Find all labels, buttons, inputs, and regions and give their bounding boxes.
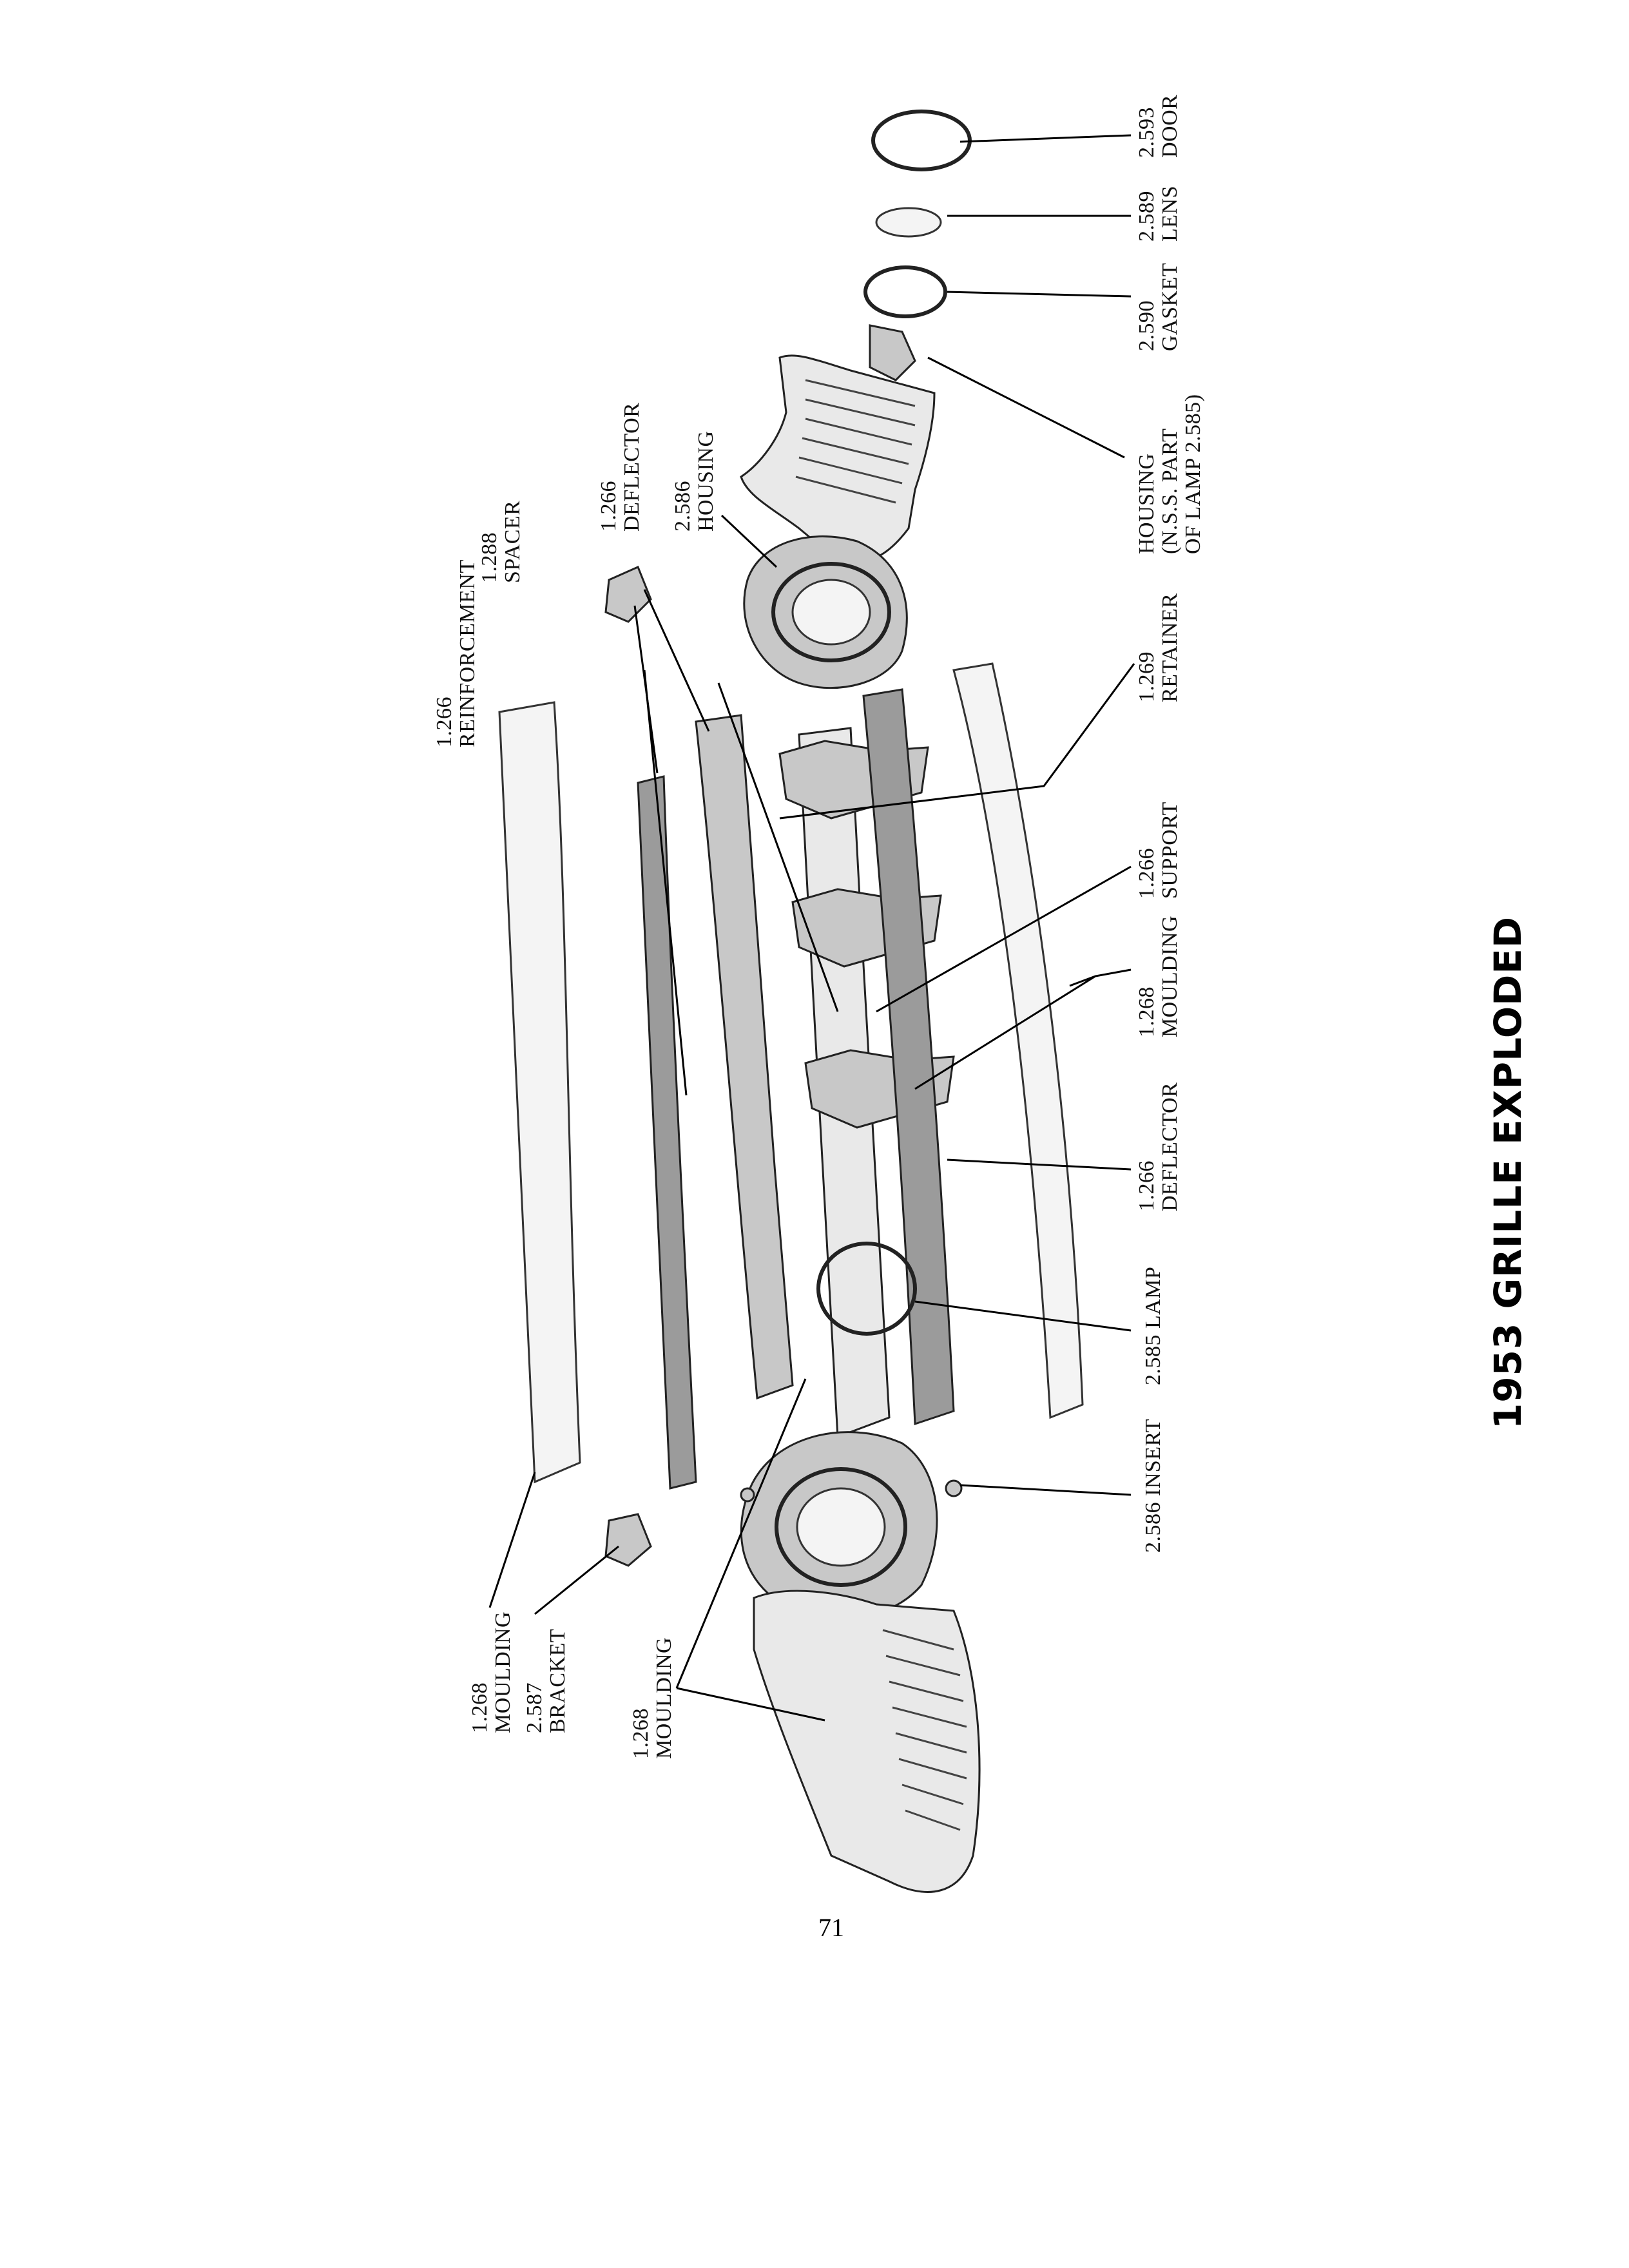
lens-disc — [875, 207, 942, 238]
label-support-line1: 1.266 — [1135, 848, 1159, 899]
label-retainer-line2: RETAINER — [1158, 593, 1182, 702]
label-moulding-left-line1: 1.268 — [468, 1682, 492, 1733]
small-housing — [869, 324, 916, 381]
label-moulding-left-line2: MOULDING — [491, 1611, 515, 1733]
label-reinforcement-line2: REINFORCEMENT — [456, 559, 479, 747]
reinforcement-strip — [637, 775, 697, 1490]
page-number: 71 — [818, 1913, 844, 1942]
gasket-ring — [863, 265, 947, 318]
label-bracket-line1: 2.587 — [523, 1682, 546, 1733]
label-gasket-line1: 2.590 — [1135, 300, 1159, 351]
door-ring — [871, 110, 972, 171]
right-moulding-strip — [952, 662, 1084, 1419]
part-labels: 2.593 DOOR 2.589 LENS 2.590 GASKET HOUSI… — [432, 95, 1205, 1759]
label-housing-nss-line1: HOUSING — [1135, 454, 1159, 555]
label-lens-line2: LENS — [1158, 186, 1182, 242]
label-deflector-top-line2: DEFLECTOR — [620, 403, 644, 532]
label-deflector-right-line2: DEFLECTOR — [1158, 1082, 1182, 1211]
label-housing-top-line1: 2.586 — [671, 481, 695, 532]
label-door-line1: 2.593 — [1135, 107, 1159, 158]
parts-illustration — [498, 110, 1084, 1893]
page-title: 1953 GRILLE EXPLODED — [1486, 916, 1530, 1429]
label-door-line2: DOOR — [1158, 95, 1182, 158]
insert-right — [945, 1479, 963, 1497]
label-bracket-line2: BRACKET — [546, 1629, 570, 1733]
label-spacer-line2: SPACER — [501, 501, 525, 583]
label-deflector-top-line1: 1.266 — [597, 481, 621, 532]
lower-bracket — [604, 1513, 652, 1567]
label-deflector-right-line1: 1.266 — [1135, 1160, 1159, 1211]
top-deflector-strip — [695, 714, 794, 1400]
label-insert: 2.586 INSERT — [1141, 1419, 1165, 1553]
upper-end-piece — [740, 354, 936, 564]
lower-headlamp-housing — [740, 1431, 938, 1620]
label-housing-top-line2: HOUSING — [694, 431, 718, 532]
top-moulding-strip — [498, 701, 581, 1484]
label-retainer-line1: 1.269 — [1135, 651, 1159, 702]
lamp-ring — [816, 1242, 917, 1336]
label-gasket-line2: GASKET — [1158, 263, 1182, 351]
upper-headlamp-housing — [743, 535, 908, 689]
lower-end-piece — [753, 1590, 981, 1893]
label-housing-nss-line2: (N.S.S. PART — [1158, 428, 1182, 554]
right-deflector-strip — [862, 688, 955, 1426]
leader-lines — [488, 134, 1135, 1722]
label-moulding-bottom-line1: 1.268 — [629, 1708, 653, 1759]
label-spacer-line1: 1.288 — [477, 532, 501, 583]
label-lens-line1: 2.589 — [1135, 191, 1159, 242]
label-moulding-right-line1: 1.268 — [1135, 986, 1159, 1037]
label-reinforcement-line1: 1.266 — [432, 697, 456, 747]
insert-left — [740, 1487, 755, 1503]
label-moulding-bottom-line2: MOULDING — [652, 1637, 676, 1759]
upper-mount-piece — [604, 565, 652, 623]
label-housing-nss-line3: OF LAMP 2.585) — [1181, 394, 1205, 555]
label-lamp: 2.585 LAMP — [1141, 1267, 1165, 1385]
label-support-line2: SUPPORT — [1158, 802, 1182, 899]
label-moulding-right-line2: MOULDING — [1158, 916, 1182, 1037]
